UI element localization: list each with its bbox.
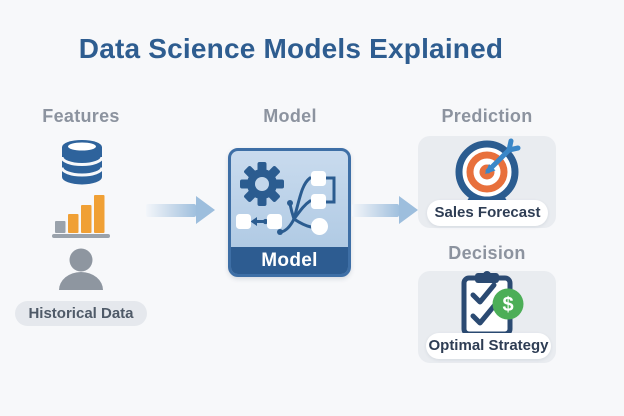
dollar-sign: $ (502, 294, 513, 316)
model-box: Model (228, 148, 351, 277)
optimal-strategy-label: Optimal Strategy (426, 333, 551, 359)
sales-forecast-label: Sales Forecast (427, 200, 548, 226)
prediction-heading: Prediction (441, 106, 533, 126)
bar-chart-icon (52, 195, 110, 238)
flowchart-dots (250, 200, 293, 235)
flowchart-nodes (236, 171, 328, 235)
page-title: Data Science Models Explained (78, 33, 504, 64)
database-icon (61, 140, 103, 185)
person-icon (59, 248, 103, 290)
arrow-model-to-prediction (352, 196, 418, 224)
decision-heading: Decision (448, 243, 526, 263)
model-box-label: Model (231, 247, 348, 274)
features-heading: Features (42, 106, 120, 126)
flowchart-icon (255, 176, 336, 234)
model-inner-graphic (236, 162, 336, 235)
historical-data-label: Historical Data (15, 301, 147, 326)
arrow-features-to-model (146, 196, 215, 224)
model-heading: Model (263, 106, 317, 126)
clipboard-checklist-icon: $ (461, 271, 524, 337)
